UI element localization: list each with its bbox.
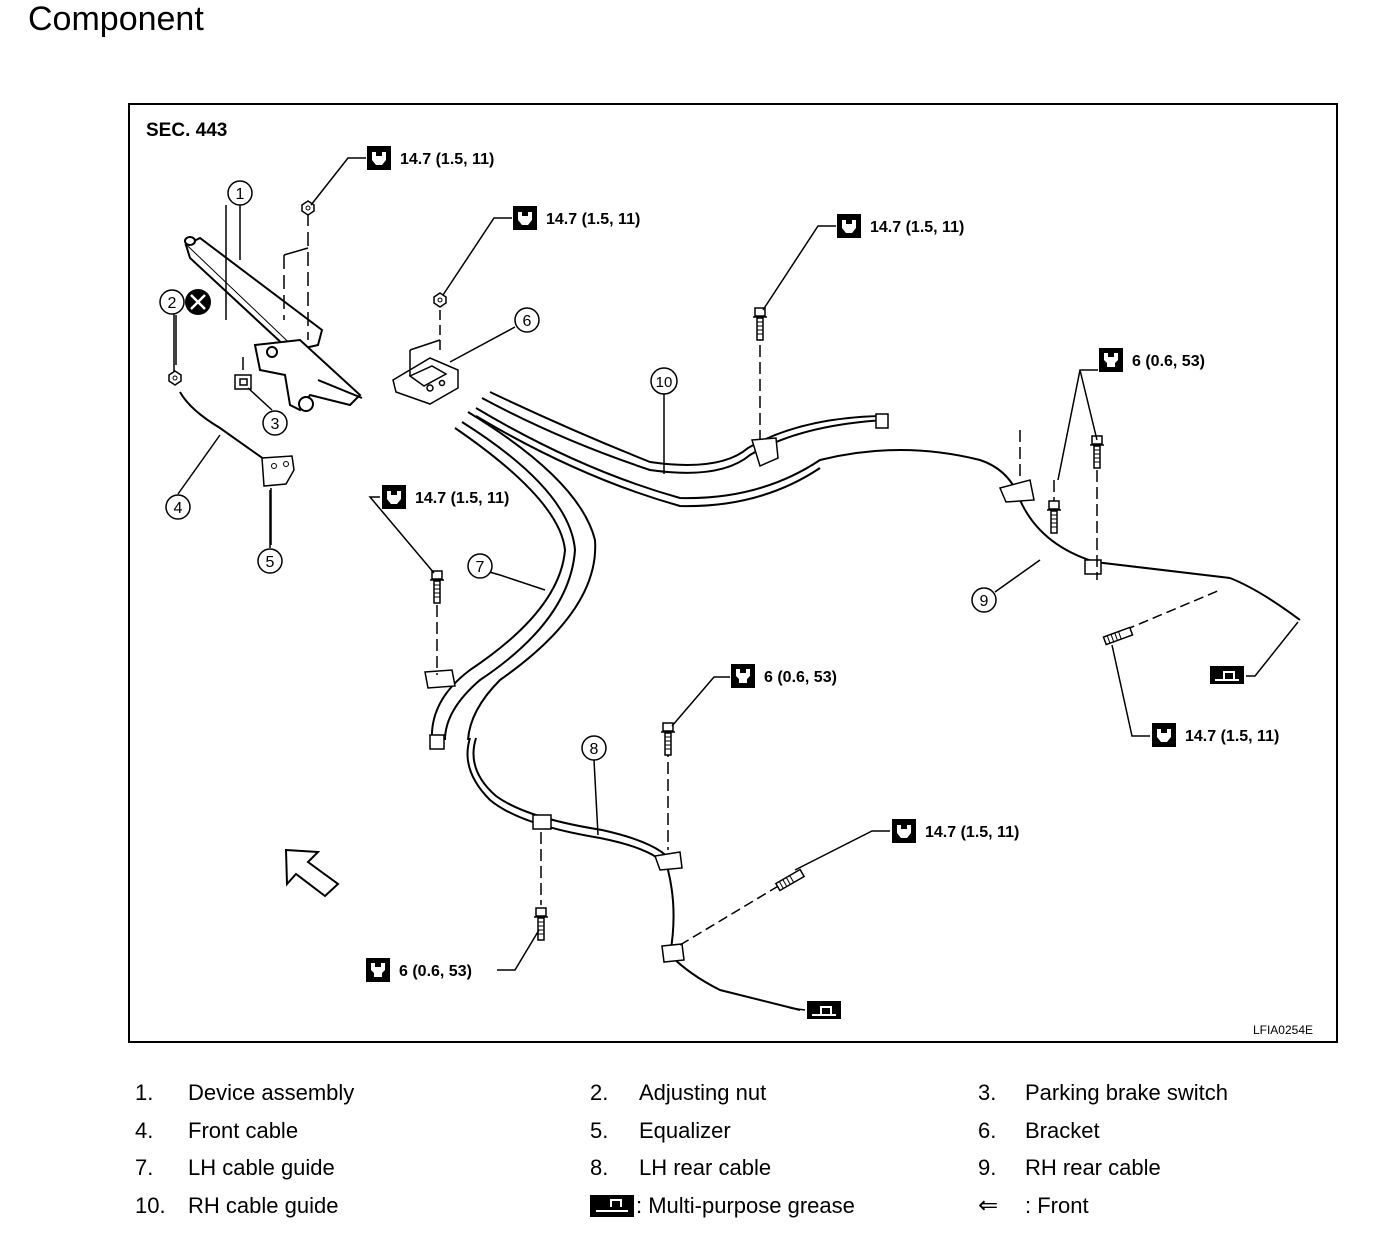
torque-value: 14.7 (1.5, 11)	[1185, 728, 1279, 745]
legend: 1. Device assembly 2. Adjusting nut 3. P…	[0, 1075, 1376, 1235]
equalizer	[261, 455, 295, 487]
lh-rear-cable	[466, 737, 801, 1011]
svg-text:7: 7	[476, 559, 485, 576]
torque-value: 14.7 (1.5, 11)	[400, 151, 494, 168]
svg-text:2: 2	[168, 295, 177, 312]
section-label: SEC. 443	[146, 120, 227, 141]
parking-brake-switch	[234, 357, 252, 390]
grease-symbol	[789, 1000, 842, 1020]
callout-9: 9	[971, 587, 997, 613]
torque-value: 6 (0.6, 53)	[1132, 353, 1205, 370]
device-assembly	[184, 236, 363, 412]
front-arrow-icon: ⇐	[978, 1192, 999, 1219]
svg-text:4: 4	[174, 500, 183, 517]
callout-leaders	[173, 205, 1041, 836]
rh-rear-cable	[1084, 559, 1301, 621]
torque-spec: 6 (0.6, 53)	[1099, 348, 1205, 372]
grease-icon	[590, 1195, 634, 1217]
callout-7: 7	[467, 553, 493, 579]
legend-grease: : Multi-purpose grease	[590, 1190, 890, 1222]
torque-spec: 14.7 (1.5, 11)	[513, 206, 640, 230]
torque-value: 6 (0.6, 53)	[764, 669, 837, 686]
callout-2: 2	[159, 289, 185, 315]
callout-10: 10	[650, 367, 678, 395]
callout-3: 3	[262, 410, 288, 436]
page-title: Component	[28, 0, 204, 38]
diagram-frame	[128, 103, 1338, 1043]
torque-value: 14.7 (1.5, 11)	[546, 211, 640, 228]
callout-5: 5	[257, 548, 283, 574]
callout-1: 1	[227, 180, 253, 206]
svg-text:6: 6	[523, 313, 532, 330]
torque-value: 6 (0.6, 53)	[399, 963, 472, 980]
torque-spec: 14.7 (1.5, 11)	[837, 214, 964, 238]
cable-guides	[429, 391, 1231, 750]
svg-text:9: 9	[980, 593, 989, 610]
torque-value: 14.7 (1.5, 11)	[415, 490, 509, 507]
svg-text:8: 8	[590, 741, 599, 758]
torque-spec: 14.7 (1.5, 11)	[892, 819, 1019, 843]
bracket	[392, 357, 459, 405]
callout-8: 8	[581, 735, 607, 761]
torque-spec: 6 (0.6, 53)	[366, 958, 472, 982]
front-direction-arrow	[284, 848, 340, 898]
svg-text:3: 3	[271, 416, 280, 433]
do-not-reuse-icon	[185, 289, 211, 315]
torque-spec: 14.7 (1.5, 11)	[1152, 723, 1279, 747]
svg-text:5: 5	[266, 554, 275, 571]
figure-code: LFIA0254E	[1253, 1023, 1313, 1037]
callout-6: 6	[514, 307, 540, 333]
torque-spec: 6 (0.6, 53)	[731, 664, 837, 688]
torque-value: 14.7 (1.5, 11)	[925, 824, 1019, 841]
torque-spec: 14.7 (1.5, 11)	[367, 146, 494, 170]
torque-value: 14.7 (1.5, 11)	[870, 219, 964, 236]
svg-text:10: 10	[656, 374, 673, 391]
legend-front: ⇐ : Front	[978, 1190, 1178, 1222]
torque-spec: 14.7 (1.5, 11)	[382, 485, 509, 509]
callout-4: 4	[165, 494, 191, 520]
svg-text:1: 1	[236, 186, 245, 203]
grease-symbol	[1209, 621, 1299, 685]
